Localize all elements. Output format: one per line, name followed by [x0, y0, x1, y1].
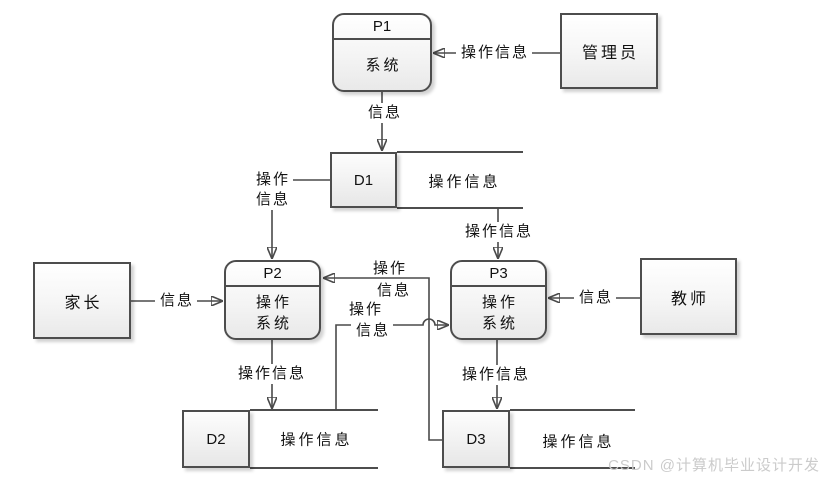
flow-label-d1-to-p2: 操作 信息 — [250, 170, 294, 210]
process-p3-name-line2: 系统 — [481, 314, 518, 332]
process-p2-name-line2: 系统 — [255, 314, 292, 332]
process-p1-name-line1: 系统 — [365, 56, 402, 74]
process-p3: P3 操作 系统 — [450, 260, 547, 340]
flow-label-p1-to-d1: 信息 — [362, 103, 406, 123]
store-d1-name: 操作信息 — [428, 173, 501, 191]
process-p1: P1 系统 — [332, 13, 432, 92]
flow-label-p2-to-d2: 操作信息 — [232, 364, 310, 384]
external-entity-parent: 家长 — [33, 262, 131, 339]
flow-label-p3-to-d3: 操作信息 — [456, 365, 534, 385]
flow-label-d1-to-p2-line2: 信息 — [255, 191, 291, 208]
flow-label-d2-to-p3-line1: 操作 — [348, 301, 384, 318]
process-p1-code: P1 — [334, 15, 430, 40]
flow-line-d2-to-p3 — [335, 318, 448, 410]
flow-label-d2-to-p3-line2: 信息 — [350, 321, 394, 341]
process-p1-name: 系统 — [334, 40, 430, 90]
external-entity-admin-label: 管理员 — [581, 45, 639, 62]
process-p2-code: P2 — [226, 262, 319, 287]
external-entity-teacher: 教师 — [640, 258, 737, 335]
process-p3-name: 操作 系统 — [452, 287, 545, 338]
store-d2-name: 操作信息 — [280, 431, 353, 449]
external-entity-teacher-label: 教师 — [670, 290, 709, 308]
process-p3-name-line1: 操作 — [481, 293, 518, 311]
process-p2-name: 操作 系统 — [226, 287, 319, 338]
flow-line-d3-to-p2 — [324, 278, 442, 441]
process-p2: P2 操作 系统 — [224, 260, 321, 340]
flow-label-d3-to-p2-line1: 操作 — [372, 260, 408, 277]
flow-label-admin-to-p1: 操作信息 — [455, 43, 533, 63]
process-p2-name-line1: 操作 — [255, 293, 292, 311]
flow-label-teacher-to-p3: 信息 — [573, 288, 617, 308]
store-d3-key: D3 — [442, 410, 510, 468]
store-d3-name: 操作信息 — [542, 433, 615, 451]
external-entity-parent-label: 家长 — [64, 294, 103, 312]
store-d1-key: D1 — [330, 152, 397, 208]
flow-label-d3-to-p2-line2: 信息 — [376, 282, 412, 299]
process-p3-code: P3 — [452, 262, 545, 287]
csdn-watermark: CSDN @计算机毕业设计开发 — [608, 457, 820, 474]
flow-label-d1-to-p2-line1: 操作 — [255, 171, 291, 188]
flow-label-parent-to-p2: 信息 — [154, 291, 198, 311]
flow-label-d1-to-p3: 操作信息 — [459, 222, 537, 242]
external-entity-admin: 管理员 — [560, 13, 658, 89]
store-d2-key: D2 — [182, 410, 250, 468]
